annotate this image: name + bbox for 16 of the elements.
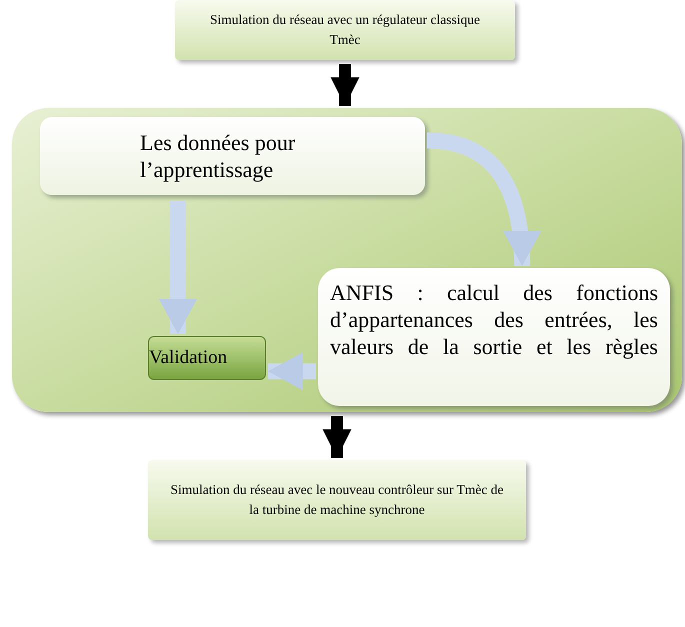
arrow	[268, 352, 316, 390]
group-panel	[12, 108, 682, 412]
process-box	[40, 117, 425, 195]
arrow	[158, 201, 198, 334]
process-box	[175, 0, 515, 60]
node-text: Simulation du réseau avec un régulateur classique Tmèc	[209, 11, 481, 49]
node-text: ANFIS : calcul des fonctions d’appartenances des entrées, les valeurs de la sortie et les règles	[330, 280, 658, 360]
result-box	[148, 336, 266, 380]
process-box	[148, 460, 526, 540]
node-text: Simulation du réseau avec le nouveau contrôleur sur Tmèc de la turbine de machine synchrone	[169, 481, 504, 519]
arrow	[426, 132, 540, 266]
node-text: Les données pour l’apprentissage	[140, 128, 296, 184]
node-text: Validation	[149, 346, 228, 370]
arrow	[330, 64, 360, 106]
process-box	[318, 268, 670, 406]
arrow	[322, 416, 352, 458]
